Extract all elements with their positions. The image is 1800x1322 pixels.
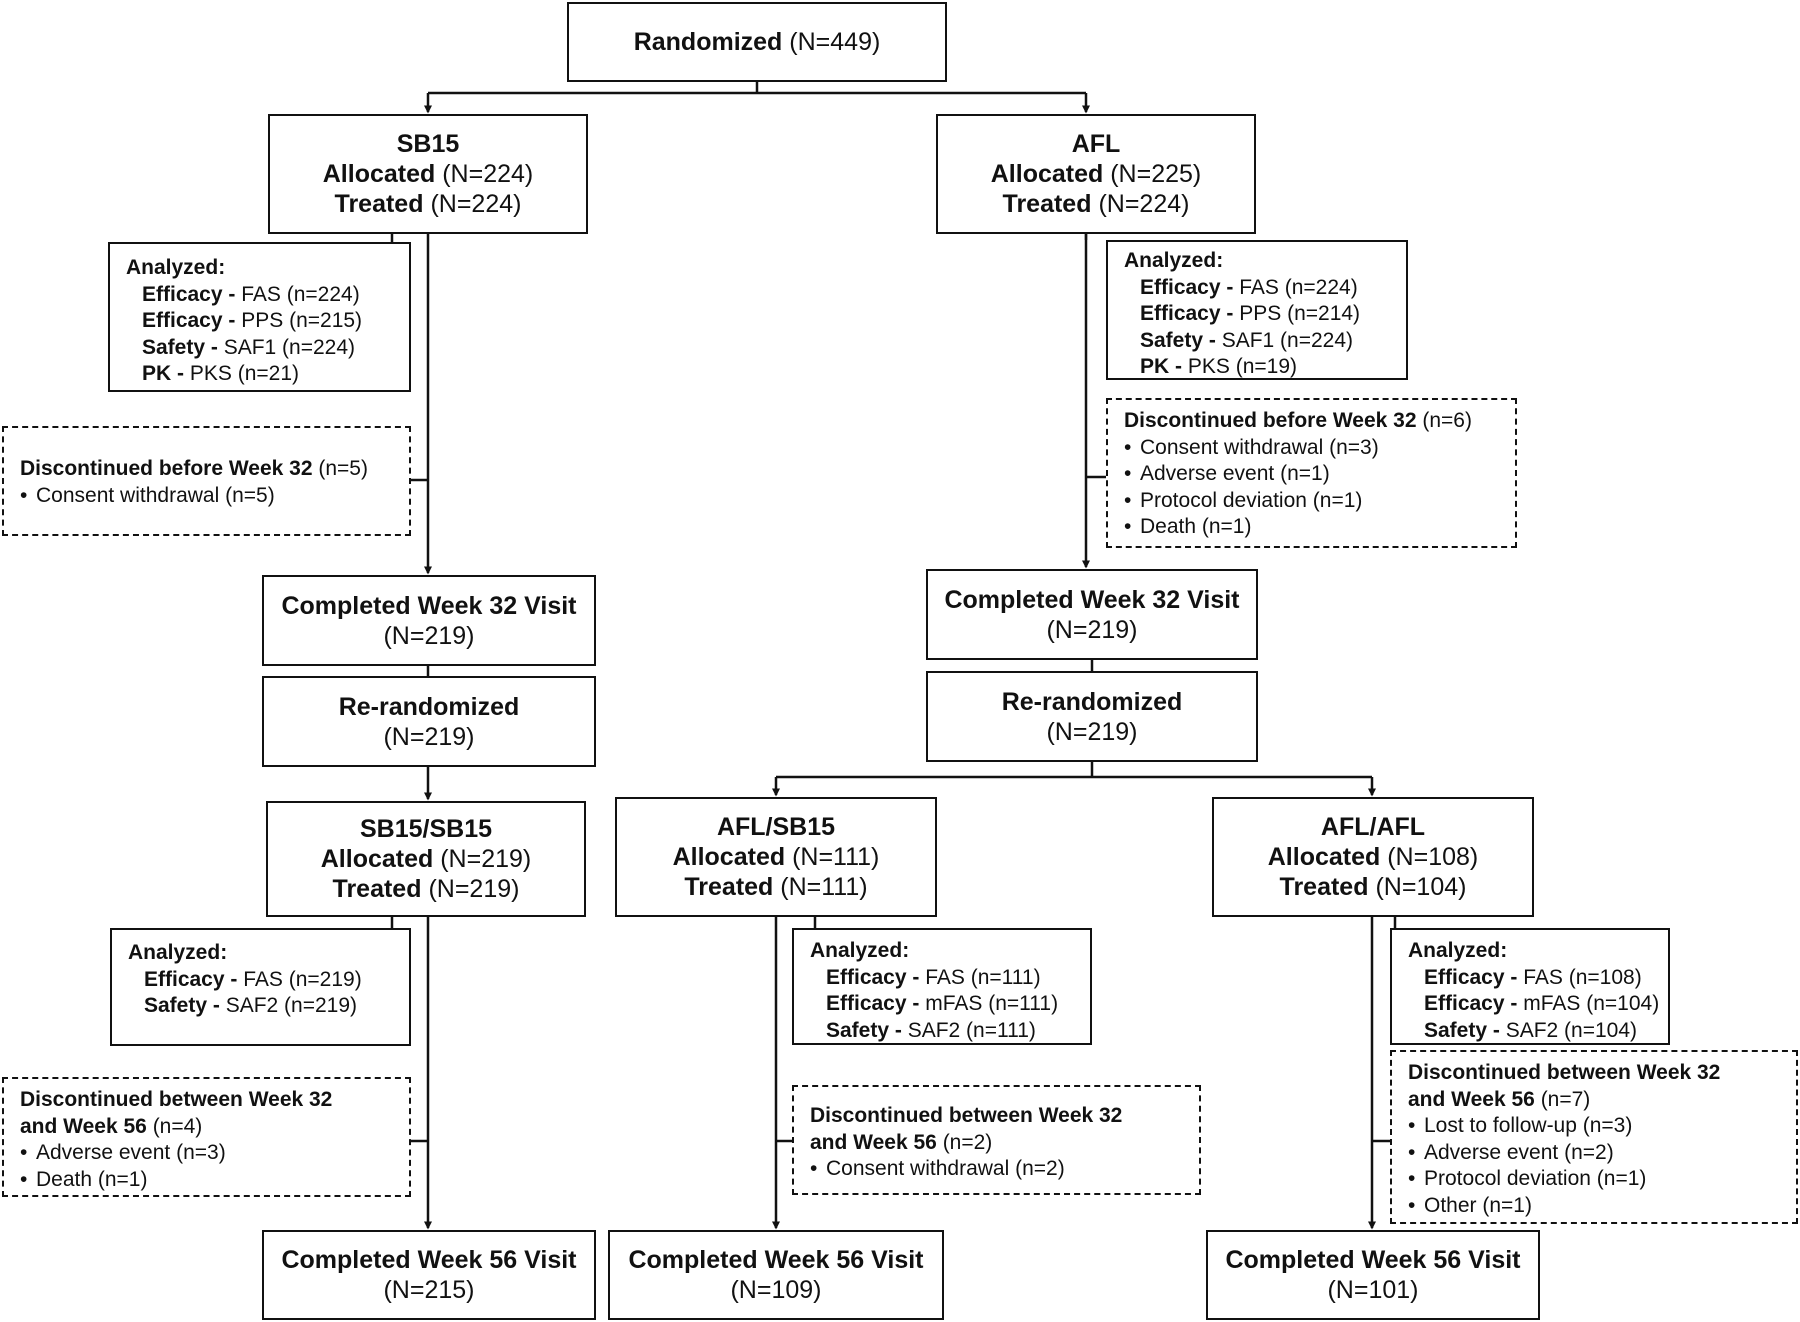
sb15-arm-box: SB15 Allocated (N=224) Treated (N=224) (268, 114, 588, 234)
afl-afl-week56-label: Completed Week 56 Visit (1225, 1246, 1521, 1274)
sb15-sb15-week56-box: Completed Week 56 Visit (N=215) (262, 1230, 596, 1320)
afl-sb15-analyzed-box: Analyzed: Efficacy - FAS (n=111) Efficac… (792, 928, 1092, 1045)
afl-analyzed-box: Analyzed: Efficacy - FAS (n=224) Efficac… (1106, 240, 1408, 380)
sb15-week32-label: Completed Week 32 Visit (281, 591, 577, 620)
afl-analyzed-row: PK - PKS (n=19) (1140, 355, 1297, 378)
sb15-allocated: Allocated (N=224) (322, 160, 534, 188)
sb15-analyzed-row: Safety - SAF1 (n=224) (142, 335, 356, 359)
randomized-count: (N=449) (789, 28, 881, 56)
afl-afl-analyzed-title: Analyzed: (1408, 939, 1508, 962)
sb15-sb15-group-box: SB15/SB15 Allocated (N=219) Treated (N=2… (266, 801, 586, 917)
afl-sb15-allocated: Allocated (N=111) (672, 843, 880, 871)
sb15-sb15-week56-count: (N=215) (383, 1276, 475, 1304)
sb15-sb15-treated: Treated (N=219) (332, 875, 520, 903)
afl-discontinued-item: •Adverse event (n=1) (1124, 462, 1330, 485)
afl-sb15-week56-box: Completed Week 56 Visit (N=109) (608, 1230, 944, 1320)
sb15-sb15-analyzed-row: Efficacy - FAS (n=219) (144, 967, 362, 991)
afl-sb15-discontinued-title: Discontinued between Week 32 (810, 1104, 1123, 1127)
afl-arm-name: AFL (1071, 130, 1121, 158)
afl-afl-allocated: Allocated (N=108) (1267, 843, 1479, 871)
afl-sb15-analyzed-row: Safety - SAF2 (n=111) (826, 1018, 1036, 1042)
sb15-discontinued-box: Discontinued before Week 32 (n=5) •Conse… (2, 426, 411, 536)
sb15-rerandomized-box: Re-randomized (N=219) (262, 676, 596, 767)
sb15-sb15-allocated: Allocated (N=219) (320, 845, 532, 873)
afl-afl-discontinued-item: •Other (n=1) (1408, 1193, 1532, 1217)
sb15-sb15-analyzed-box: Analyzed: Efficacy - FAS (n=219) Safety … (110, 928, 411, 1046)
afl-rerand-count: (N=219) (1046, 717, 1138, 746)
sb15-sb15-week56-label: Completed Week 56 Visit (281, 1246, 577, 1274)
afl-discontinued-item: •Protocol deviation (n=1) (1124, 488, 1363, 512)
randomized-box: Randomized (N=449) (567, 2, 947, 82)
afl-afl-analyzed-row: Safety - SAF2 (n=104) (1424, 1018, 1638, 1042)
sb15-sb15-discontinued-box: Discontinued between Week 32 and Week 56… (2, 1077, 411, 1197)
afl-discontinued-item: •Consent withdrawal (n=3) (1124, 435, 1379, 459)
afl-afl-name: AFL/AFL (1320, 813, 1426, 841)
afl-discontinued-title: Discontinued before Week 32 (n=6) (1124, 409, 1472, 432)
afl-sb15-name: AFL/SB15 (716, 813, 836, 841)
sb15-sb15-discontinued-title: Discontinued between Week 32 (20, 1088, 333, 1111)
sb15-analyzed-row: PK - PKS (n=21) (142, 362, 299, 385)
sb15-arm-name: SB15 (396, 130, 460, 158)
afl-discontinued-box: Discontinued before Week 32 (n=6) •Conse… (1106, 398, 1517, 548)
afl-analyzed-row: Efficacy - FAS (n=224) (1140, 275, 1358, 299)
afl-afl-week56-count: (N=101) (1327, 1276, 1419, 1304)
randomized-label: Randomized (633, 28, 783, 56)
sb15-analyzed-row: Efficacy - PPS (n=215) (142, 309, 363, 332)
sb15-treated: Treated (N=224) (334, 190, 522, 218)
afl-afl-analyzed-row: Efficacy - FAS (n=108) (1424, 965, 1642, 989)
afl-week32-count: (N=219) (1046, 615, 1138, 644)
sb15-analyzed-row: Efficacy - FAS (n=224) (142, 282, 360, 306)
afl-afl-discontinued-item: •Lost to follow-up (n=3) (1408, 1114, 1633, 1137)
afl-rerand-label: Re-randomized (1001, 687, 1183, 716)
afl-sb15-treated: Treated (N=111) (684, 873, 868, 901)
afl-afl-discontinued-title: Discontinued between Week 32 (1408, 1061, 1721, 1084)
afl-afl-treated: Treated (N=104) (1279, 873, 1467, 901)
sb15-analyzed-box: Analyzed: Efficacy - FAS (n=224) Efficac… (108, 242, 411, 392)
sb15-sb15-discontinued-item: •Death (n=1) (20, 1167, 148, 1191)
afl-afl-discontinued-box: Discontinued between Week 32 and Week 56… (1390, 1050, 1798, 1224)
afl-sb15-analyzed-row: Efficacy - FAS (n=111) (826, 965, 1041, 989)
afl-afl-analyzed-row: Efficacy - mFAS (n=104) (1424, 992, 1660, 1015)
afl-analyzed-row: Safety - SAF1 (n=224) (1140, 328, 1354, 352)
afl-rerandomized-box: Re-randomized (N=219) (926, 671, 1258, 762)
sb15-week32-box: Completed Week 32 Visit (N=219) (262, 575, 596, 666)
afl-sb15-analyzed-title: Analyzed: (810, 939, 910, 962)
sb15-week32-count: (N=219) (383, 621, 475, 650)
afl-sb15-discontinued-box: Discontinued between Week 32 and Week 56… (792, 1085, 1201, 1195)
sb15-sb15-name: SB15/SB15 (359, 815, 493, 843)
afl-analyzed-title: Analyzed: (1124, 249, 1224, 272)
afl-week32-label: Completed Week 32 Visit (944, 585, 1240, 614)
afl-sb15-group-box: AFL/SB15 Allocated (N=111) Treated (N=11… (615, 797, 937, 917)
sb15-rerand-count: (N=219) (383, 722, 475, 751)
afl-arm-box: AFL Allocated (N=225) Treated (N=224) (936, 114, 1256, 234)
afl-discontinued-item: •Death (n=1) (1124, 515, 1252, 538)
afl-afl-discontinued-item: •Adverse event (n=2) (1408, 1140, 1614, 1164)
afl-analyzed-row: Efficacy - PPS (n=214) (1140, 302, 1361, 325)
sb15-sb15-analyzed-row: Safety - SAF2 (n=219) (144, 994, 358, 1017)
afl-sb15-discontinued-item: •Consent withdrawal (n=2) (810, 1157, 1065, 1180)
afl-afl-week56-box: Completed Week 56 Visit (N=101) (1206, 1230, 1540, 1320)
sb15-discontinued-title: Discontinued before Week 32 (n=5) (20, 457, 368, 480)
sb15-discontinued-item: •Consent withdrawal (n=5) (20, 483, 275, 507)
sb15-rerand-label: Re-randomized (338, 692, 520, 721)
sb15-sb15-analyzed-title: Analyzed: (128, 941, 228, 964)
afl-week32-box: Completed Week 32 Visit (N=219) (926, 569, 1258, 660)
afl-treated: Treated (N=224) (1002, 190, 1190, 218)
afl-sb15-analyzed-row: Efficacy - mFAS (n=111) (826, 992, 1059, 1015)
sb15-sb15-discontinued-item: •Adverse event (n=3) (20, 1141, 226, 1164)
afl-afl-analyzed-box: Analyzed: Efficacy - FAS (n=108) Efficac… (1390, 928, 1670, 1045)
afl-sb15-week56-label: Completed Week 56 Visit (628, 1246, 924, 1274)
afl-afl-discontinued-item: •Protocol deviation (n=1) (1408, 1167, 1647, 1190)
afl-allocated: Allocated (N=225) (990, 160, 1202, 188)
sb15-analyzed-title: Analyzed: (126, 256, 226, 279)
randomized-line: Randomized (N=449) (634, 27, 881, 57)
afl-afl-discontinued-title: and Week 56 (n=7) (1408, 1087, 1591, 1111)
afl-sb15-week56-count: (N=109) (730, 1276, 822, 1304)
afl-afl-group-box: AFL/AFL Allocated (N=108) Treated (N=104… (1212, 797, 1534, 917)
sb15-sb15-discontinued-title: and Week 56 (n=4) (20, 1114, 203, 1138)
afl-sb15-discontinued-title: and Week 56 (n=2) (810, 1130, 993, 1154)
